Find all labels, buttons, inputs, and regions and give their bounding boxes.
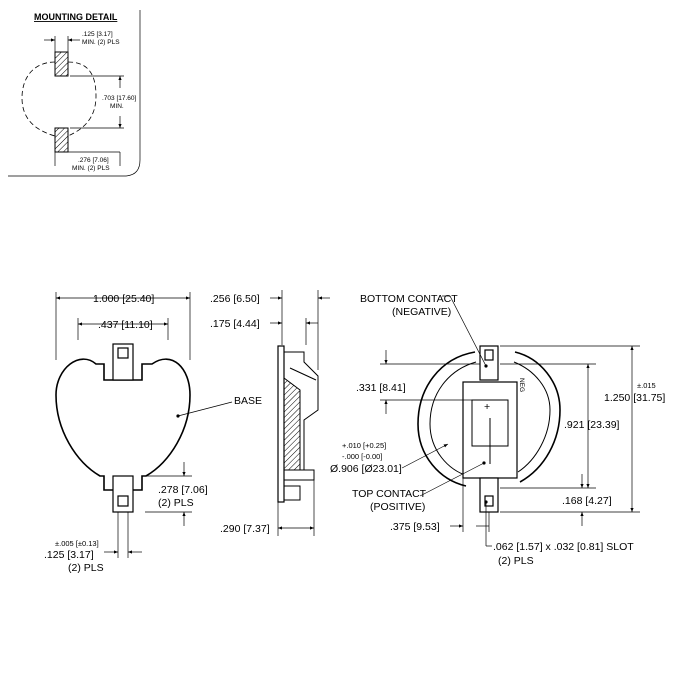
side-base-plate [277, 345, 285, 503]
mounting-pad-length: .276 [7.06] [78, 157, 109, 164]
mounting-pad-bottom [54, 127, 69, 153]
mounting-pad-span-note: MIN. [110, 103, 124, 110]
side-overall-height: .256 [6.50] [210, 293, 260, 305]
front-view: 1.000 [25.40] .437 [11.10] BASE .278 [7.… [44, 292, 262, 574]
front-overall-width: 1.000 [25.40] [93, 293, 154, 305]
mounting-pad-length-note: MIN. (2) PLS [72, 165, 110, 172]
right-bottom-tab [479, 477, 499, 513]
front-tab-length: .278 [7.06] [158, 484, 208, 496]
side-body-height: .175 [4.44] [210, 318, 260, 330]
front-bottom-pin [117, 495, 129, 507]
right-top-contact-note: (POSITIVE) [370, 501, 425, 513]
right-holder-ring [417, 351, 561, 487]
right-plus-marking: + [484, 401, 490, 413]
right-tol-plus: +.010 [+0.25] [342, 441, 386, 450]
right-lower-offset: .375 [9.53] [390, 521, 440, 533]
right-contact-offset: .331 [8.41] [356, 382, 406, 394]
front-pin-width: .125 [3.17] [44, 549, 94, 561]
front-top-pin [117, 347, 129, 359]
mounting-detail-title: MOUNTING DETAIL [34, 12, 118, 22]
right-bottom-contact-note: (NEGATIVE) [392, 306, 451, 318]
right-tail-length: .168 [4.27] [562, 495, 612, 507]
mounting-outline [21, 61, 97, 137]
mounting-detail-border [8, 10, 141, 177]
right-bottom-contact: BOTTOM CONTACT [360, 293, 458, 305]
right-neg-marking: NEG [518, 378, 525, 392]
right-view: NEG + BOTTOM CONTACT (NEGATIVE) .331 [8.… [330, 293, 665, 567]
right-pin-span: .921 [23.39] [564, 419, 620, 431]
mounting-pad-width-note: MIN. (2) PLS [82, 39, 120, 46]
right-overall-tol: ±.015 [637, 381, 656, 390]
right-slot-note: (2) PLS [498, 555, 534, 567]
mounting-pad-width: .125 [3.17] [82, 31, 113, 38]
side-body [283, 377, 301, 471]
side-depth: .290 [7.37] [220, 523, 270, 535]
right-overall-length: 1.250 [31.75] [604, 392, 665, 404]
front-holder-body [55, 358, 191, 491]
right-tol-minus: -.000 [-0.00] [342, 452, 382, 461]
front-tab-width: .437 [11.10] [98, 319, 153, 331]
right-slot: .062 [1.57] x .032 [0.81] SLOT [493, 541, 634, 553]
front-tolerance: ±.005 [±0.13] [55, 539, 99, 548]
side-contact [284, 351, 319, 470]
right-battery-diameter: Ø.906 [Ø23.01] [330, 463, 402, 475]
mounting-pad-top [54, 51, 69, 77]
front-tab-length-note: (2) PLS [158, 497, 194, 509]
front-bottom-tab [112, 475, 134, 513]
front-pin-width-note: (2) PLS [68, 562, 104, 574]
right-top-contact: TOP CONTACT [352, 488, 427, 500]
mounting-detail-panel: MOUNTING DETAIL .125 [3.17] MIN. (2) PLS… [8, 10, 141, 177]
mounting-pad-span: .703 [17.60] [102, 95, 137, 102]
front-base-label: BASE [234, 395, 262, 407]
side-view: .256 [6.50] .175 [4.44] .290 [7.37] [210, 290, 330, 536]
